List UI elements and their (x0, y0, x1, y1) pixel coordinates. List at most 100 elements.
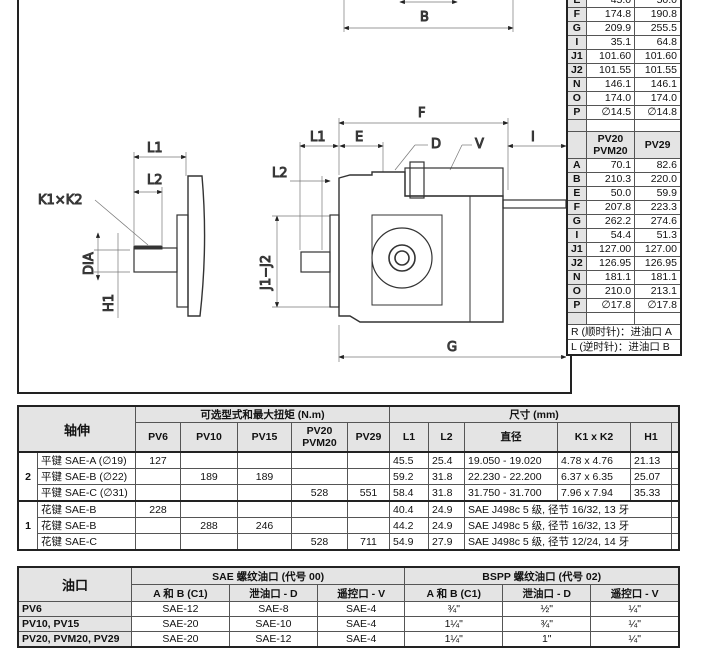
dim-value-b: 190.8 (634, 7, 682, 22)
dim-value-a: 45.0 (585, 0, 636, 8)
port-cell: SAE-20 (131, 631, 230, 648)
shaft-cell: 551 (347, 484, 390, 502)
dim-value-b: 127.00 (634, 242, 682, 257)
shaft-cell (291, 468, 348, 485)
shaft-cell: 711 (347, 533, 390, 551)
dim-value-b: 101.55 (634, 63, 682, 78)
blank-cell (671, 517, 680, 534)
blank-cell (671, 484, 680, 502)
rotation-note: R (顺时针)：进油口 A (566, 324, 682, 340)
dim-key: N (566, 270, 587, 285)
port-cell: ¼" (590, 616, 680, 632)
port-cell: ¾" (404, 601, 504, 617)
shaft-title: 轴伸 (17, 405, 136, 453)
column-header-blank (671, 422, 680, 453)
dim-blank-row (566, 119, 682, 132)
label-l2: L2 (272, 166, 288, 181)
blank-cell (566, 312, 587, 325)
dim-key: F (566, 7, 587, 22)
dim-blank-row (566, 312, 682, 325)
rotation-note: L (逆时针)：进油口 B (566, 339, 682, 356)
shaft-cell (180, 533, 238, 551)
dim-value-b: 51.3 (634, 228, 682, 243)
shaft-cell: 54.9 (389, 533, 429, 551)
shaft-cell: 528 (291, 484, 348, 502)
shaft-cell: 58.4 (389, 484, 429, 502)
dim-value-b: 223.3 (634, 200, 682, 215)
shaft-cell: 19.050 - 19.020 (464, 451, 558, 469)
dim-key: J2 (566, 63, 587, 78)
dim-value-a: 207.8 (585, 200, 636, 215)
label-k1xk2: K1×K2 (38, 193, 82, 208)
dim-value-b: 181.1 (634, 270, 682, 285)
dim-value-b: ∅14.8 (634, 105, 682, 120)
group-code: 1 (17, 500, 38, 551)
port-subheader: A 和 B (C1) (131, 584, 230, 602)
dim-header-blank (566, 131, 587, 159)
dim-row: P∅17.8∅17.8 (566, 298, 682, 313)
dim-value-a: 126.95 (585, 256, 636, 271)
shaft-cell: SAE J498c 5 级, 径节 16/32, 13 牙 (464, 517, 672, 534)
port-subheader: 泄油口 - D (502, 584, 592, 602)
label-d: D (431, 137, 441, 152)
label-dia: DIA (82, 252, 97, 275)
shaft-cell: 6.37 x 6.35 (557, 468, 631, 485)
column-header: PV15 (237, 422, 292, 453)
dim-value-a: 209.9 (585, 21, 636, 36)
dim-key: O (566, 91, 587, 106)
port-subheader: A 和 B (C1) (404, 584, 504, 602)
shaft-cell (291, 517, 348, 534)
dim-value-b: 126.95 (634, 256, 682, 271)
port-cell: SAE-10 (228, 616, 319, 632)
dim-key: I (566, 35, 587, 50)
port-title: 油口 (17, 566, 132, 602)
dim-value-b: ∅17.8 (634, 298, 682, 313)
port-cell: 1¼" (404, 631, 504, 648)
shaft-cell: 31.750 - 31.700 (464, 484, 558, 502)
label-l1-left: L1 (147, 141, 163, 156)
label-e: E (355, 130, 363, 145)
blank-cell (671, 451, 680, 469)
dim-note-row: R (顺时针)：进油口 A (566, 324, 682, 340)
dim-value-b: 101.60 (634, 49, 682, 64)
shaft-cell: 189 (237, 468, 292, 485)
port-subheader: 遥控口 - V (317, 584, 406, 602)
dim-value-a: 35.1 (585, 35, 636, 50)
port-cell: SAE-12 (228, 631, 319, 648)
dim-value-a: 174.0 (585, 91, 636, 106)
shaft-cell: 24.9 (428, 500, 465, 518)
dim-value-b: 174.0 (634, 91, 682, 106)
blank-cell (634, 312, 682, 325)
port-cell: SAE-12 (131, 601, 230, 617)
port-cell: 1¼" (404, 616, 504, 632)
dim-value-b: 213.1 (634, 284, 682, 299)
torque-header: 可选型式和最大扭矩 (N.m) (135, 405, 390, 423)
shaft-cell: 24.9 (428, 517, 465, 534)
shaft-cell (180, 484, 238, 502)
dim-key: P (566, 298, 587, 313)
shaft-type: 花键 SAE-B (37, 500, 136, 518)
dim-value-b: 82.6 (634, 158, 682, 173)
dim-value-a: ∅14.5 (585, 105, 636, 120)
dim-key: P (566, 105, 587, 120)
